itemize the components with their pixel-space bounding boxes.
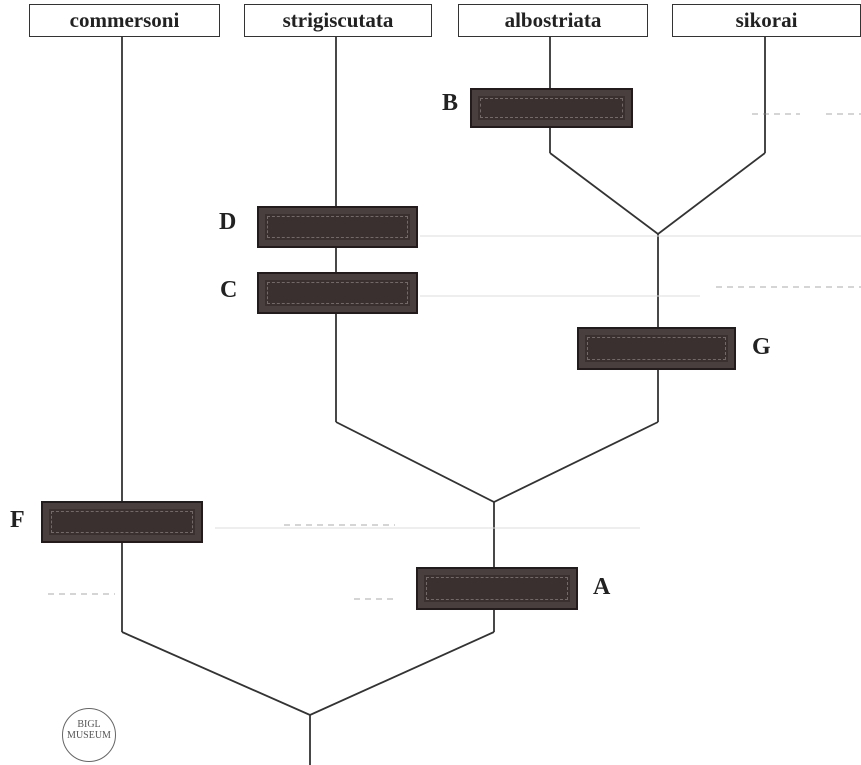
bar-label-a: A [593,574,611,600]
taxon-label: commersoni [69,8,180,32]
taxon-commersoni: commersoni [29,4,220,37]
taxon-strigiscutata: strigiscutata [244,4,432,37]
node-strigiscutata-clade [335,421,659,504]
node-albostriata-sikorai [549,152,766,236]
bar-label-g: G [752,334,771,360]
character-bar-g [577,327,736,370]
character-bar-c [257,272,418,314]
bar-label-d: D [219,209,237,235]
character-bar-b [470,88,633,128]
bar-label-b: B [442,90,459,116]
node-root [121,631,495,716]
museum-stamp: BIGL MUSEUM [62,708,116,762]
bar-label-c: C [220,277,238,303]
taxon-sikorai: sikorai [672,4,861,37]
stamp-text: BIGL MUSEUM [67,719,111,741]
character-bar-a [416,567,578,610]
character-bar-f [41,501,203,543]
taxon-label: albostriata [504,8,602,32]
bar-label-f: F [10,507,25,533]
taxon-label: sikorai [735,8,798,32]
character-bar-d [257,206,418,248]
taxon-label: strigiscutata [282,8,394,32]
taxon-albostriata: albostriata [458,4,648,37]
